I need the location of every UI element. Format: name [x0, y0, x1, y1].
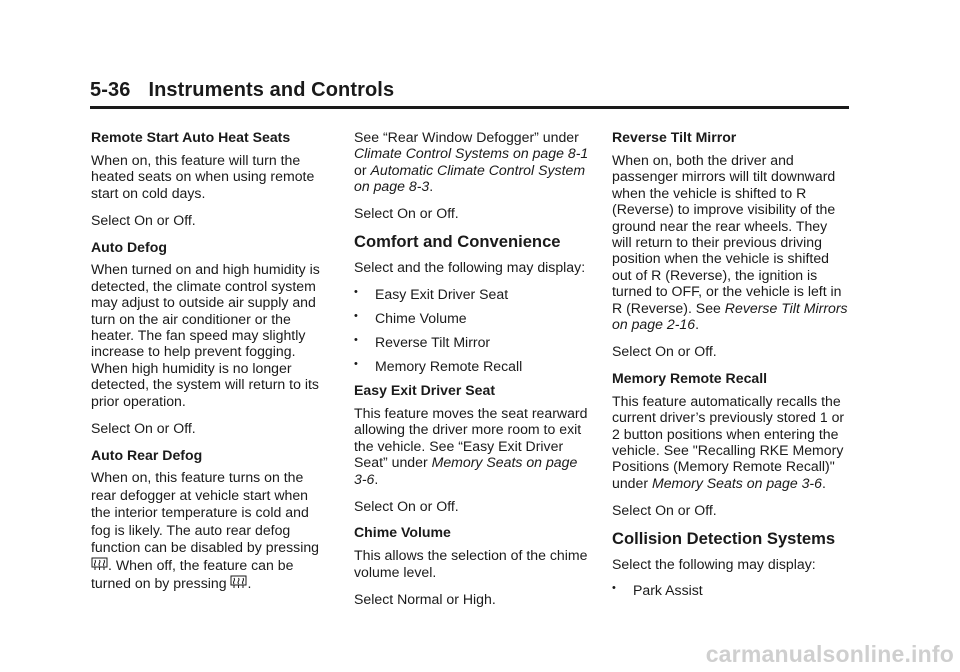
- comfort-options-list: • Easy Exit Driver Seat • Chime Volume • Re…: [354, 286, 590, 374]
- reverse-tilt-text: When on, both the driver and passenger m…: [612, 151, 842, 316]
- collision-options-list: • Park Assist: [612, 582, 848, 598]
- paragraph-chime-volume: This allows the selection of the chime v…: [354, 547, 588, 580]
- list-item-label: Chime Volume: [375, 309, 467, 326]
- reverse-tilt-end-text: .: [695, 315, 699, 332]
- list-item: • Reverse Tilt Mirror: [354, 334, 590, 350]
- select-on-off-text: Select On or Off.: [354, 205, 459, 222]
- column-1: Remote Start Auto Heat Seats When on, th…: [91, 129, 327, 604]
- heading-chime-volume: Chime Volume: [354, 524, 451, 541]
- watermark: carmanualsonline.info: [705, 641, 954, 667]
- paragraph-easy-exit: This feature moves the seat rearward all…: [354, 405, 590, 487]
- cross-reference-climate-control: Climate Control Systems on page 8-1: [354, 145, 589, 162]
- select-on-off-text: Select On or Off.: [91, 419, 196, 436]
- cross-reference-memory-seats: Memory Seats on page 3-6: [651, 474, 822, 491]
- rear-defog-text-3: .: [247, 575, 252, 592]
- paragraph-see-rear-window-defogger: See “Rear Window Defogger” under Climate…: [354, 129, 590, 195]
- heading-easy-exit-driver-seat: Easy Exit Driver Seat: [354, 382, 496, 399]
- rear-defog-icon: [91, 557, 108, 576]
- cross-reference-automatic-climate: Automatic Climate Control System on page…: [354, 161, 586, 195]
- rear-defog-text-2: . When off, the feature can be turned on…: [91, 556, 294, 592]
- paragraph-remote-start: When on, this feature will turn the heat…: [91, 151, 315, 201]
- paragraph-memory-remote-recall: This feature automatically recalls the c…: [612, 393, 848, 491]
- column-2: See “Rear Window Defogger” under Climate…: [354, 129, 590, 618]
- heading-auto-rear-defog: Auto Rear Defog: [91, 446, 203, 463]
- see-text: See “Rear Window Defogger” under: [354, 129, 579, 145]
- heading-comfort-and-convenience: Comfort and Convenience: [354, 232, 561, 252]
- bullet-icon: •: [354, 285, 358, 298]
- cross-reference-memory-seats: Memory Seats on page 3-6: [354, 454, 578, 487]
- bullet-icon: •: [354, 357, 358, 370]
- paragraph-auto-rear-defog: When on, this feature turns on the rear …: [91, 469, 327, 594]
- heading-memory-remote-recall: Memory Remote Recall: [612, 369, 768, 386]
- heading-collision-detection-systems: Collision Detection Systems: [612, 528, 836, 548]
- memory-end-text: .: [821, 474, 826, 491]
- select-on-off-text: Select On or Off.: [354, 497, 459, 514]
- list-item: • Chime Volume: [354, 310, 590, 326]
- list-item: • Memory Remote Recall: [354, 358, 590, 374]
- heading-reverse-tilt-mirror: Reverse Tilt Mirror: [612, 129, 737, 145]
- column-3: Reverse Tilt Mirror When on, both the dr…: [612, 129, 848, 607]
- select-on-off-text: Select On or Off.: [612, 501, 717, 518]
- page-header: 5-36 Instruments and Controls: [90, 79, 849, 109]
- list-item-label: Reverse Tilt Mirror: [375, 333, 491, 350]
- section-title: Instruments and Controls: [148, 79, 395, 101]
- heading-auto-defog: Auto Defog: [91, 238, 167, 255]
- see-or-text: or: [354, 161, 371, 178]
- paragraph-reverse-tilt: When on, both the driver and passenger m…: [612, 152, 848, 332]
- paragraph-auto-defog: When turned on and high humidity is dete…: [91, 261, 320, 409]
- list-item: • Easy Exit Driver Seat: [354, 286, 590, 302]
- rear-defog-text-1: When on, this feature turns on the rear …: [91, 469, 319, 556]
- paragraph-select-following: Select and the following may display:: [354, 259, 586, 276]
- list-item-label: Memory Remote Recall: [375, 357, 523, 374]
- bullet-icon: •: [354, 309, 358, 322]
- list-item: • Park Assist: [612, 582, 848, 598]
- memory-text: This feature automatically recalls the c…: [612, 392, 845, 491]
- select-on-off-text: Select On or Off.: [612, 342, 717, 359]
- rear-defog-icon: [230, 575, 247, 594]
- list-item-label: Park Assist: [633, 582, 703, 599]
- bullet-icon: •: [354, 333, 358, 346]
- easy-exit-text: This feature moves the seat rearward all…: [354, 404, 588, 471]
- cross-reference-reverse-tilt: Reverse Tilt Mirrors on page 2-16: [612, 299, 848, 332]
- list-item-label: Easy Exit Driver Seat: [375, 285, 509, 302]
- page-number: 5-36: [90, 79, 131, 101]
- select-on-off-text: Select On or Off.: [91, 211, 196, 228]
- heading-remote-start-auto-heat-seats: Remote Start Auto Heat Seats: [91, 129, 291, 145]
- paragraph-collision-select: Select the following may display:: [612, 555, 816, 572]
- see-end-text: .: [429, 178, 434, 195]
- easy-exit-end-text: .: [374, 470, 379, 487]
- select-normal-high-text: Select Normal or High.: [354, 590, 496, 607]
- bullet-icon: •: [612, 582, 616, 595]
